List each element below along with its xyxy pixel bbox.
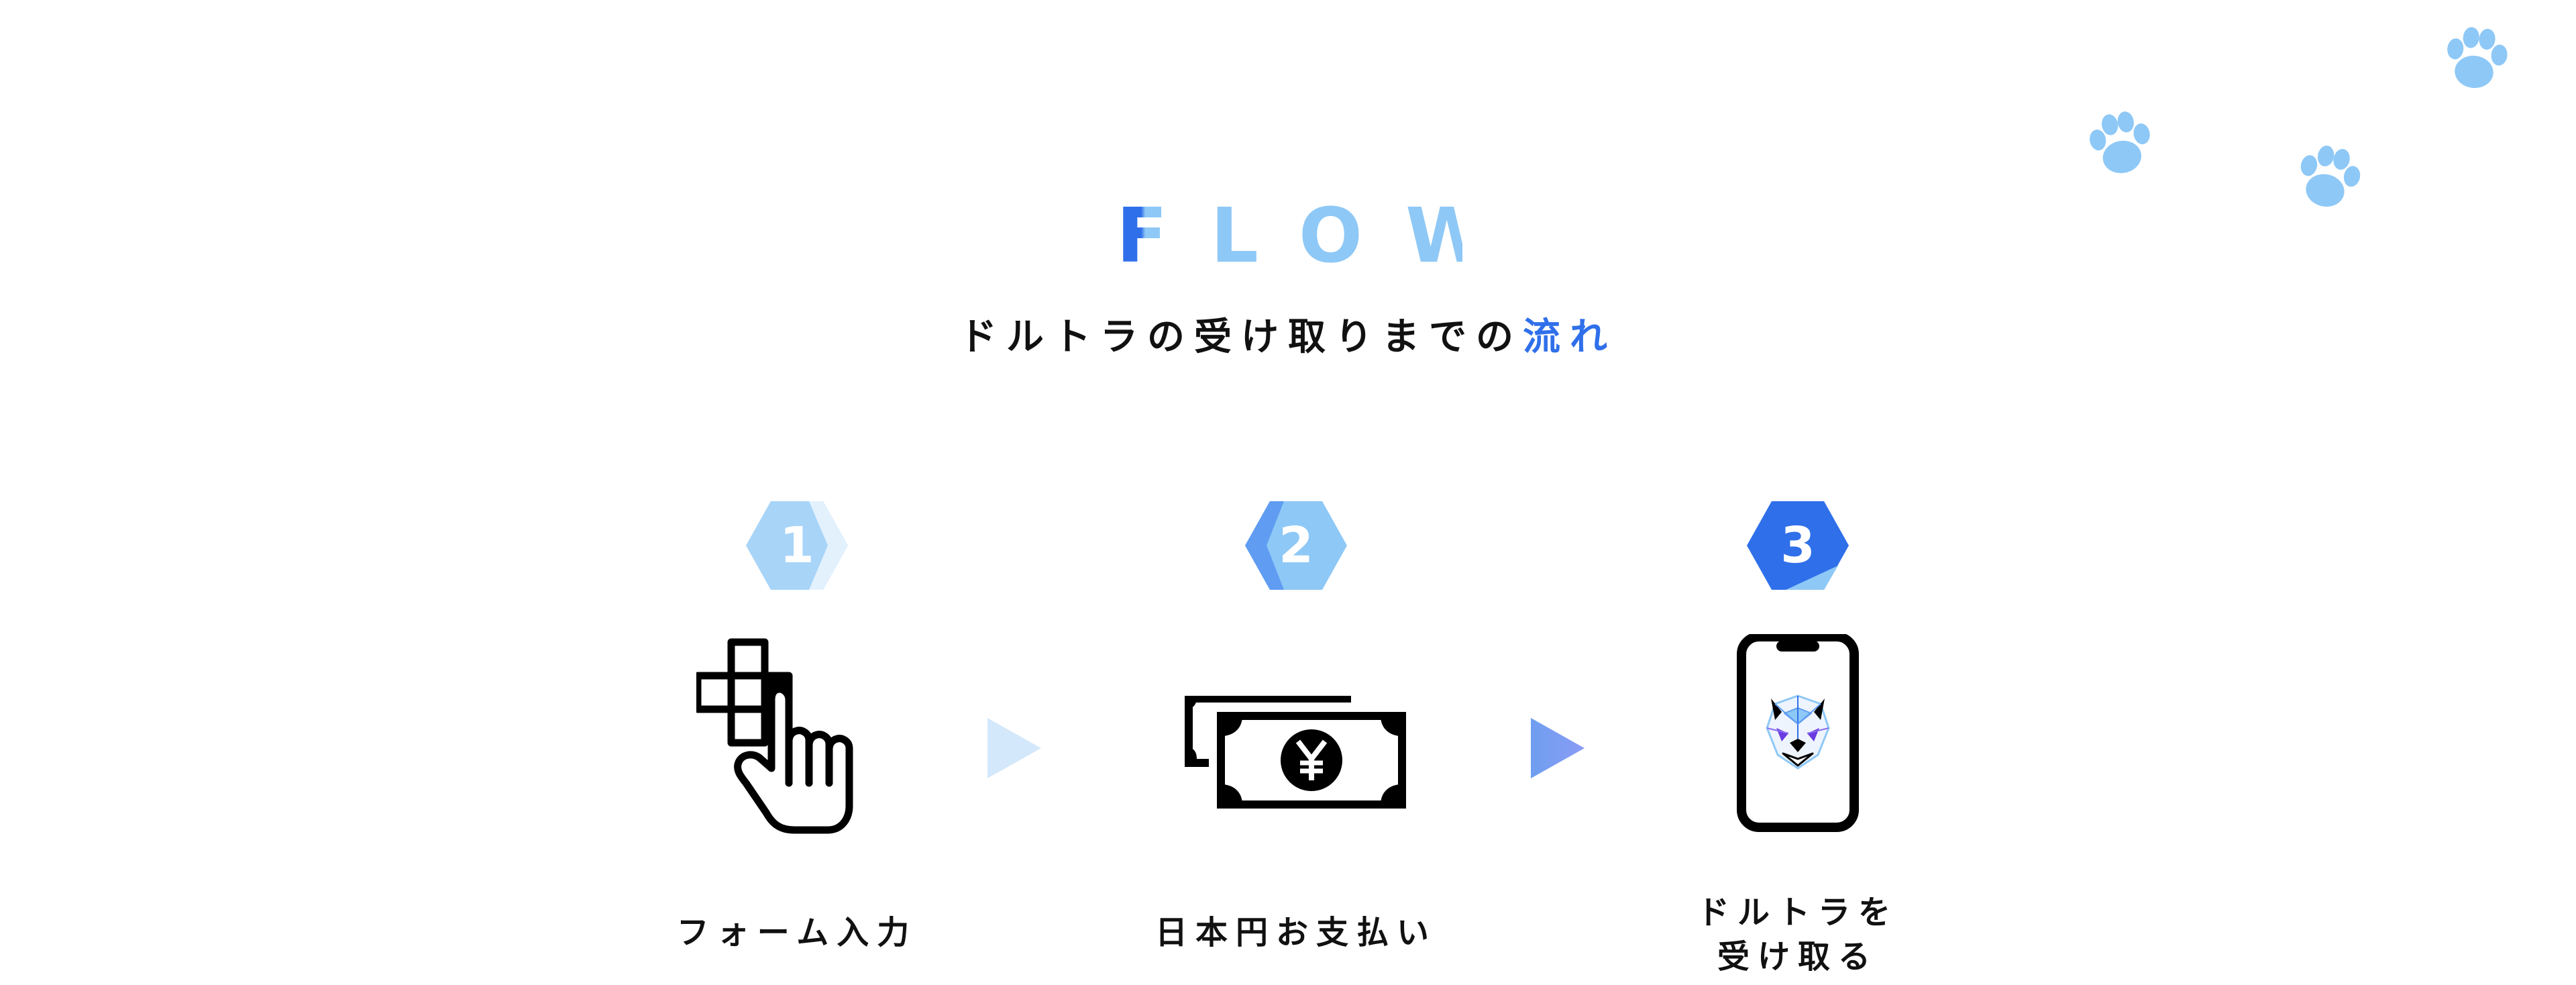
step-3: 3 [1583, 500, 2012, 983]
triangle-right-arrow-icon [987, 718, 1041, 778]
step-number-badge: 2 [1244, 500, 1348, 591]
paw-print-icon [2073, 97, 2166, 191]
paw-print-icon [2431, 15, 2520, 103]
step-number: 1 [780, 517, 814, 574]
step-1: 1 フォーム入力 [582, 500, 1012, 983]
step-label: フォーム入力 [582, 911, 1012, 955]
triangle-right-arrow-icon [1531, 718, 1585, 778]
section-subtitle-accent: 流れ [1523, 315, 1617, 359]
paw-print-icon [2280, 130, 2375, 225]
step-label-line: ドルトラを [1697, 894, 1898, 931]
step-label-line: 受け取る [1717, 938, 1878, 976]
step-number: 3 [1780, 517, 1815, 574]
yen-banknotes-icon [1175, 634, 1417, 835]
section-title-text: FLOW [1116, 200, 1462, 274]
section-title: FLOW [0, 200, 2576, 274]
form-input-click-icon [696, 634, 898, 835]
step-label: 日本円お支払い [1081, 911, 1511, 955]
step-label-line: 日本円お支払い [1155, 914, 1437, 951]
smartphone-tiger-icon [1697, 634, 1898, 835]
section-subtitle: ドルトラの受け取りまでの流れ [0, 314, 2576, 361]
step-number: 2 [1279, 517, 1313, 574]
step-number-badge: 1 [745, 500, 849, 591]
step-number-badge: 3 [1746, 500, 1850, 591]
step-label-line: フォーム入力 [676, 914, 918, 951]
section-subtitle-main: ドルトラの受け取りまでの [959, 315, 1523, 359]
step-2: 2 日本円お支払い [1081, 500, 1511, 983]
step-label: ドルトラを 受け取る [1583, 890, 2012, 979]
